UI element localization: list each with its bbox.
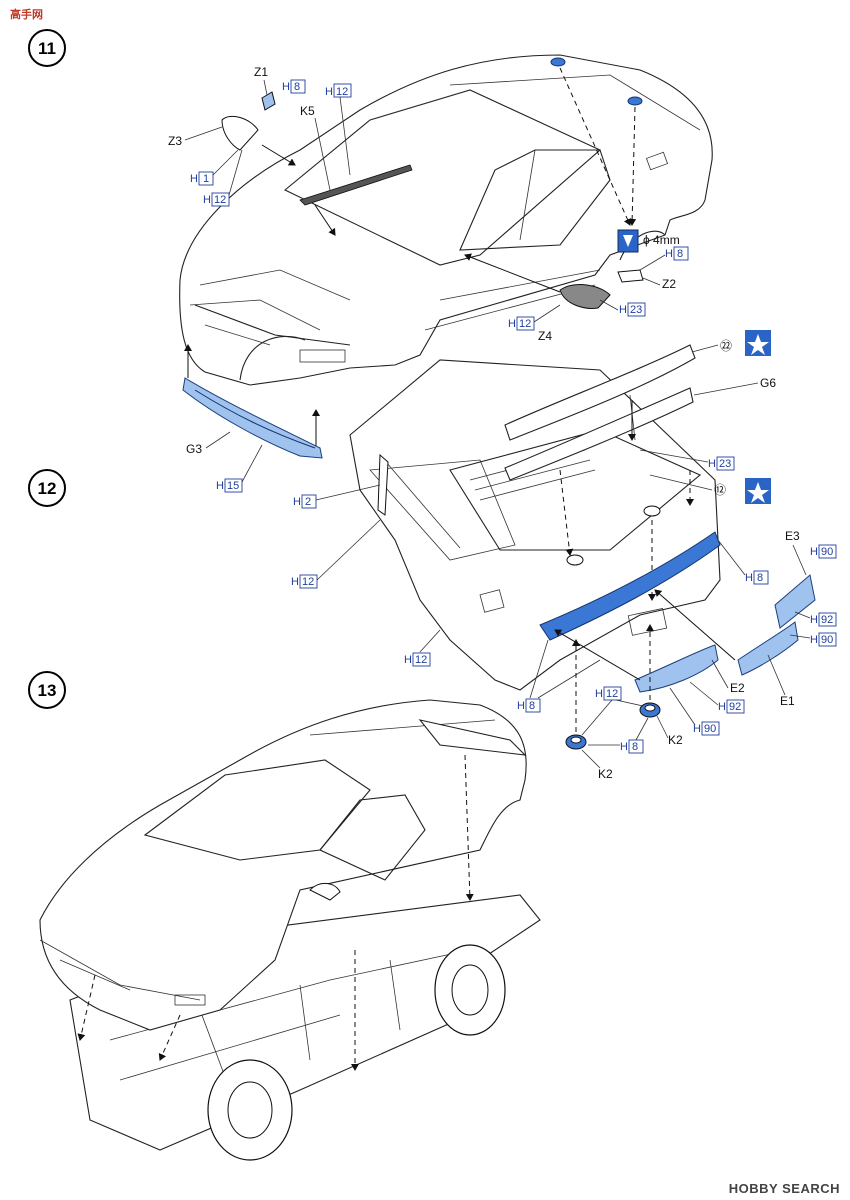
h8-z1-num: 8 xyxy=(294,81,300,93)
h-prefix-h90-e2: H xyxy=(693,723,701,735)
spoiler-mount-hole-right xyxy=(627,96,643,106)
h8-k2-num: 8 xyxy=(632,741,638,753)
step-11: 11 xyxy=(28,29,713,493)
h90-e2-num: 90 xyxy=(704,723,716,735)
label-g6: G6 xyxy=(760,376,776,390)
spoiler-mount-hole-left xyxy=(550,57,566,67)
label-z3: Z3 xyxy=(168,134,182,148)
h-prefix-h8-trim: H xyxy=(745,572,753,584)
label-z1: Z1 xyxy=(254,65,268,79)
h12-k2-num: 12 xyxy=(606,688,618,700)
h-prefix-h12-bottom: H xyxy=(404,654,412,666)
h12-bottom-num: 12 xyxy=(415,654,427,666)
h8-bottom-num: 8 xyxy=(529,700,535,712)
label-e3: E3 xyxy=(785,529,800,543)
h92-e3-num: 92 xyxy=(821,614,833,626)
step-11-badge xyxy=(28,29,66,67)
watermark-bottom: HOBBY SEARCH xyxy=(728,1181,840,1196)
car-body-assembled xyxy=(39,699,527,1031)
h-prefix-h23-z4: H xyxy=(619,304,627,316)
h90-e3-num: 90 xyxy=(821,546,833,558)
h-prefix-z1: H xyxy=(282,81,290,93)
front-lip-spoiler xyxy=(182,377,323,459)
h12-side-num: 12 xyxy=(302,576,314,588)
label-z2: Z2 xyxy=(662,277,676,291)
step-13: 13 xyxy=(28,671,541,1161)
h12-z4-num: 12 xyxy=(519,318,531,330)
car-body-front xyxy=(179,54,713,386)
h-prefix-h12-k2: H xyxy=(595,688,603,700)
label-g3: G3 xyxy=(186,442,202,456)
rear-bumper-trim xyxy=(539,531,721,641)
h-prefix-h90-e1: H xyxy=(810,634,818,646)
mirror-right xyxy=(559,284,611,309)
h-prefix-h12-z4: H xyxy=(508,318,516,330)
rear-wing-top xyxy=(504,344,696,441)
wiper-part xyxy=(299,164,413,206)
label-h12-k5: H xyxy=(325,86,333,98)
label-k5: K5 xyxy=(300,104,315,118)
mirror-glass-right xyxy=(617,269,644,283)
h-prefix-h12-z3: H xyxy=(203,194,211,206)
h12-k5-num: 12 xyxy=(336,86,348,98)
h-prefix-h8-k2: H xyxy=(620,741,628,753)
h92-e2-num: 92 xyxy=(729,701,741,713)
h-prefix-h1: H xyxy=(190,173,198,185)
h-prefix-h8-bottom: H xyxy=(517,700,525,712)
h-prefix-h92-e2: H xyxy=(718,701,726,713)
h-prefix-h8-z2: H xyxy=(665,248,673,260)
label-e2: E2 xyxy=(730,681,745,695)
h-prefix-h90-e3: H xyxy=(810,546,818,558)
h23-z4-num: 23 xyxy=(630,304,642,316)
h-prefix-h12-side: H xyxy=(291,576,299,588)
h15-num: 15 xyxy=(227,480,239,492)
h-prefix-h92-e3: H xyxy=(810,614,818,626)
step-12-number: 12 xyxy=(38,479,57,498)
label-e1: E1 xyxy=(780,694,795,708)
rear-wing-g6 xyxy=(504,387,694,481)
h2-num: 2 xyxy=(305,496,311,508)
part-e3 xyxy=(774,574,816,629)
h12-z3-num: 12 xyxy=(214,194,226,206)
step-12-badge xyxy=(28,469,66,507)
h-prefix-h2: H xyxy=(293,496,301,508)
label-drill: ϕ 4mm xyxy=(643,233,680,247)
h1-num: 1 xyxy=(203,173,209,185)
h-prefix-h15: H xyxy=(216,480,224,492)
window-frame xyxy=(377,453,389,516)
h8-trim-num: 8 xyxy=(757,572,763,584)
step-13-number: 13 xyxy=(38,681,57,700)
mirror-left xyxy=(221,91,296,166)
part-e1 xyxy=(737,621,799,676)
h23-wing-num: 23 xyxy=(719,458,731,470)
h8-z2-num: 8 xyxy=(677,248,683,260)
label-k2-left: K2 xyxy=(598,767,613,781)
label-z4: Z4 xyxy=(538,329,552,343)
label-k2-right: K2 xyxy=(668,733,683,747)
h90-e1-num: 90 xyxy=(821,634,833,646)
part-e2 xyxy=(634,644,719,693)
label-22: ㉒ xyxy=(720,339,732,353)
step-11-number: 11 xyxy=(38,39,56,58)
h-prefix-h23-wing: H xyxy=(708,458,716,470)
watermark-top: 高手网 xyxy=(10,9,43,21)
step-13-badge xyxy=(28,671,66,709)
label-12: ⑫ xyxy=(714,483,726,497)
step-12: 12 H 2 H 12 H 12 ㉒ G xyxy=(28,330,837,781)
